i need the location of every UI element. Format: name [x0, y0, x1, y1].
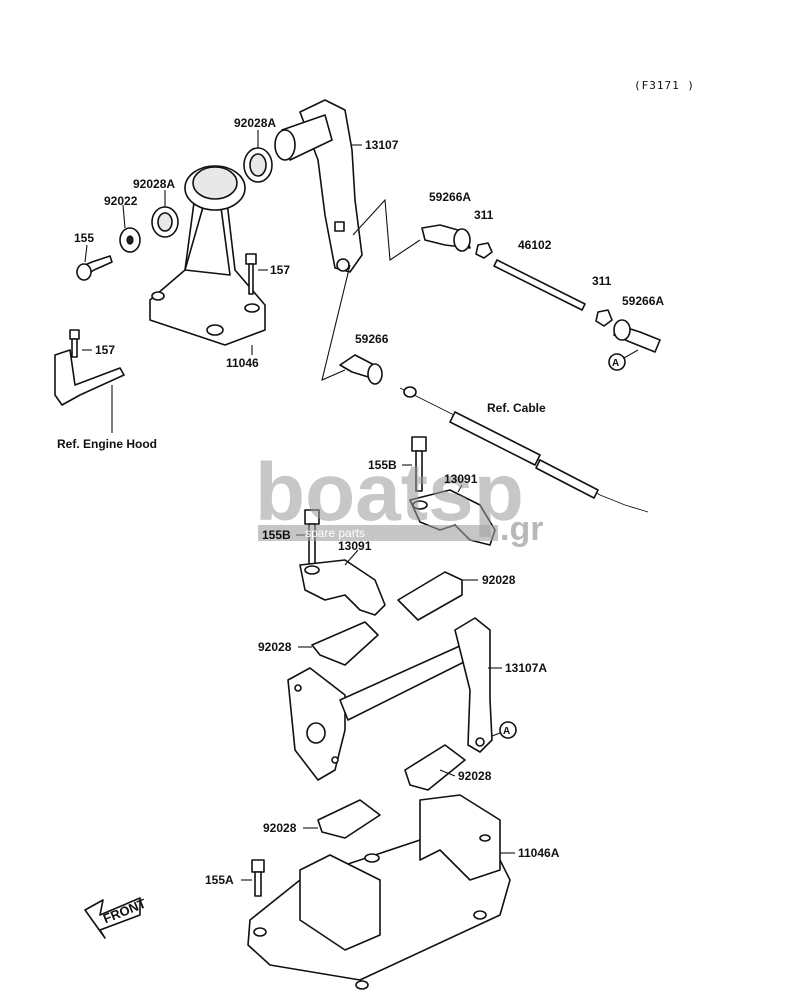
ball-joint-59266A-top [421, 224, 471, 252]
leader-lines-upper [84, 130, 362, 355]
label-155: 155 [74, 231, 94, 245]
bolt-155 [76, 255, 113, 281]
label-92028-c: 92028 [458, 769, 492, 783]
engine-hood-bracket [54, 329, 125, 433]
label-92022: 92022 [104, 194, 138, 208]
marker-A-top: A [608, 349, 639, 371]
watermark-brand: boatsp [255, 447, 524, 538]
front-arrow-icon: FRONT [84, 896, 148, 939]
connection-lines [321, 198, 421, 381]
watermark-domain: .gr [500, 510, 543, 548]
label-59266A-top: 59266A [429, 190, 471, 204]
watermark: boatsp .gr spare parts [255, 447, 543, 548]
bolt-155B-bottom [304, 509, 320, 569]
bracket-11046 [149, 165, 266, 346]
label-59266: 59266 [355, 332, 389, 346]
ball-joint-59266 [339, 354, 383, 385]
label-46102: 46102 [518, 238, 552, 252]
diagram-code: (F3171 ) [634, 79, 695, 92]
bolt-157-right [245, 253, 257, 295]
label-ref-engine-hood: Ref. Engine Hood [57, 437, 157, 451]
svg-text:A: A [612, 358, 619, 369]
label-92028-a: 92028 [482, 573, 516, 587]
bushing-92028A-top [243, 147, 273, 183]
lever-13107 [274, 99, 363, 273]
watermark-tagline: spare parts [305, 526, 365, 540]
cable [399, 386, 649, 513]
marker-A-bottom: A [491, 721, 517, 739]
label-11046: 11046 [226, 356, 259, 370]
bushing-92028-d [317, 799, 381, 839]
shaft-13107A [287, 617, 493, 781]
washer-92022 [119, 227, 141, 253]
bolt-155A [251, 859, 265, 897]
label-13107: 13107 [365, 138, 399, 152]
label-11046A: 11046A [518, 846, 560, 860]
label-155B-top: 155B [368, 458, 397, 472]
label-92028A-mid: 92028A [133, 177, 175, 191]
base-11046A [247, 794, 511, 990]
label-157-right: 157 [270, 263, 290, 277]
label-ref-cable: Ref. Cable [487, 401, 546, 415]
front-label: FRONT [101, 896, 148, 927]
bushing-92028-c [404, 744, 466, 791]
label-13091-bottom: 13091 [338, 539, 372, 553]
ball-joint-59266A-bottom [613, 319, 661, 353]
nut-311-top [475, 242, 493, 259]
label-13091-top: 13091 [444, 472, 478, 486]
label-13107A: 13107A [505, 661, 547, 675]
label-311-top: 311 [474, 208, 494, 222]
label-155A: 155A [205, 873, 234, 887]
bushing-92028A-mid [151, 206, 179, 238]
bushing-92028-a [397, 571, 463, 621]
bushing-92028-b [311, 621, 379, 666]
nut-311-bottom [595, 309, 613, 327]
svg-text:A: A [503, 726, 510, 737]
label-59266A-bottom: 59266A [622, 294, 664, 308]
rod-46102 [493, 259, 586, 311]
bolt-155B-top [411, 436, 427, 492]
label-92028-d: 92028 [263, 821, 297, 835]
cap-13091-bottom [299, 559, 386, 616]
label-311-bottom: 311 [592, 274, 612, 288]
label-157-left: 157 [95, 343, 115, 357]
label-92028A-top: 92028A [234, 116, 276, 130]
label-92028-b: 92028 [258, 640, 292, 654]
label-155B-bottom: 155B [262, 528, 291, 542]
